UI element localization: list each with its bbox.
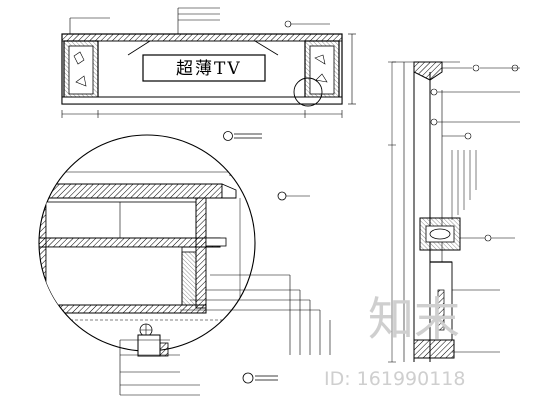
detail-circle <box>38 134 331 396</box>
detail-bottom-base <box>39 304 207 314</box>
elevation-title-marker <box>223 131 262 141</box>
elevation-top-band <box>61 33 343 42</box>
section-dimension <box>388 61 396 363</box>
tv-screen <box>142 54 266 82</box>
watermark-logo: 知末 <box>368 292 460 346</box>
detail-plinth <box>137 334 161 357</box>
watermark: 知末 ID: 161990118 <box>324 292 465 390</box>
watermark-id: ID: 161990118 <box>324 368 465 390</box>
section-base <box>413 339 455 359</box>
detail-title-marker <box>242 372 278 384</box>
detail-right-post <box>195 197 207 309</box>
elevation-top-leaders <box>69 7 330 34</box>
tv-wall-elevation: 超薄TV <box>61 7 356 141</box>
section-leaders <box>430 64 520 242</box>
elevation-base <box>61 96 343 105</box>
section-view <box>388 61 520 363</box>
detail-leaders <box>119 274 331 396</box>
elevation-dimension-line <box>61 33 356 118</box>
tv-label: 超薄TV <box>176 59 242 79</box>
section-top-detail <box>413 61 443 81</box>
detail-mid-shelf <box>39 237 221 248</box>
tv-panel-frame <box>98 40 305 56</box>
detail-top-slab <box>39 183 223 199</box>
